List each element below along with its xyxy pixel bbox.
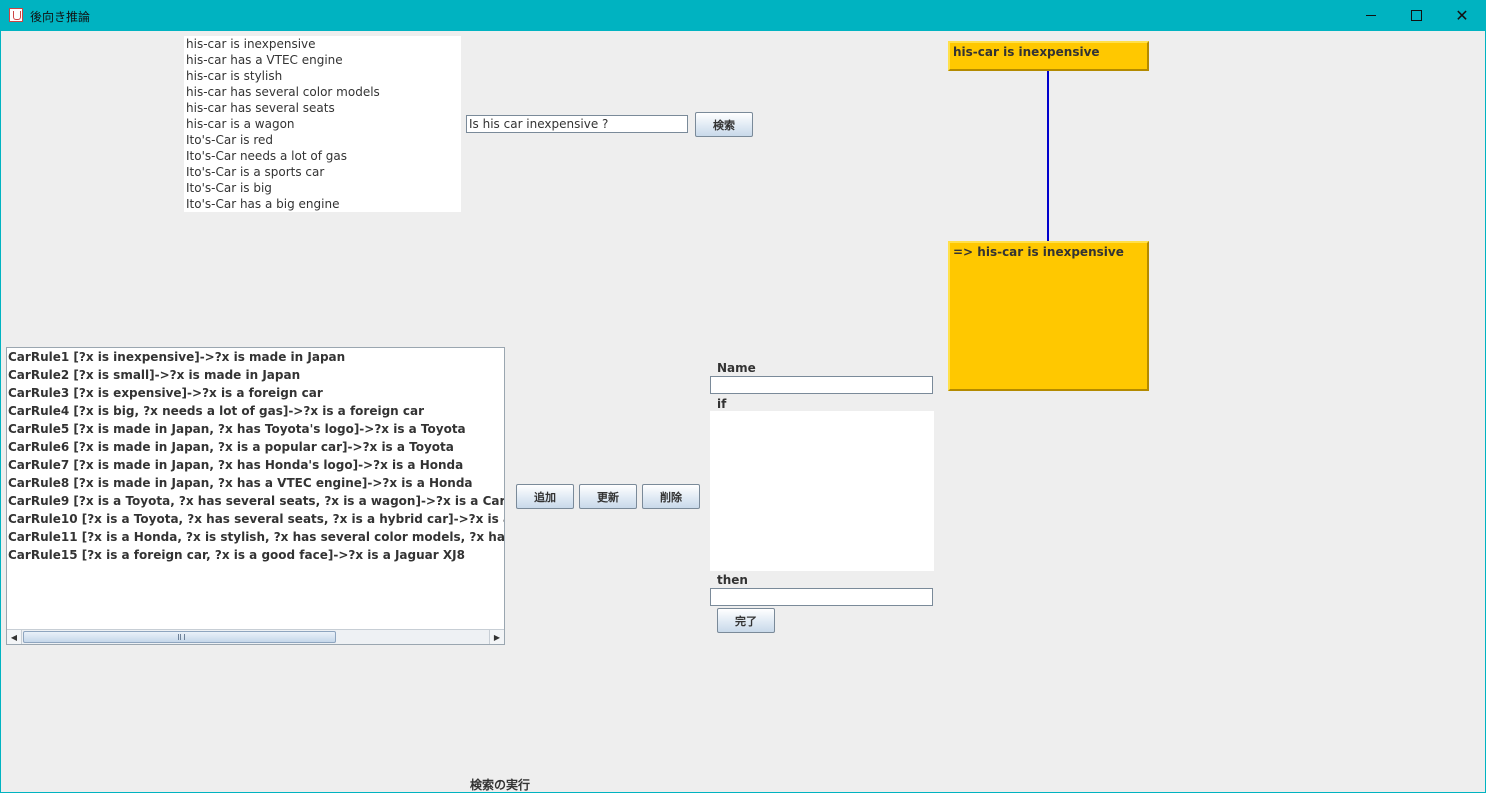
delete-rule-button[interactable]: 削除 <box>642 484 700 509</box>
rule-item[interactable]: CarRule1 [?x is inexpensive]->?x is made… <box>8 350 346 364</box>
tree-root-node[interactable]: his-car is inexpensive <box>948 41 1149 71</box>
fact-item[interactable]: his-car has several color models <box>186 85 380 99</box>
rule-item[interactable]: CarRule5 [?x is made in Japan, ?x has To… <box>8 422 466 436</box>
fact-item[interactable]: his-car has several seats <box>186 101 335 115</box>
tree-child-node[interactable]: => his-car is inexpensive <box>948 241 1149 391</box>
if-textarea[interactable] <box>710 411 934 571</box>
if-label: if <box>717 397 727 411</box>
rule-item[interactable]: CarRule8 [?x is made in Japan, ?x has a … <box>8 476 473 490</box>
rule-item[interactable]: CarRule2 [?x is small]->?x is made in Ja… <box>8 368 301 382</box>
rule-item[interactable]: CarRule3 [?x is expensive]->?x is a fore… <box>8 386 323 400</box>
status-label: 検索の実行 <box>470 778 531 792</box>
window-border-left <box>0 31 1 793</box>
horizontal-scrollbar[interactable]: ◀ ▶ <box>7 629 504 644</box>
done-button[interactable]: 完了 <box>717 608 775 633</box>
window-title: 後向き推論 <box>30 10 91 24</box>
scrollbar-thumb[interactable] <box>23 631 336 643</box>
fact-item[interactable]: Ito's-Car is big <box>186 181 272 195</box>
close-icon: ✕ <box>1455 5 1469 25</box>
scroll-left-arrow-icon[interactable]: ◀ <box>7 630 22 644</box>
close-button[interactable]: ✕ <box>1439 0 1485 31</box>
rules-panel: CarRule1 [?x is inexpensive]->?x is made… <box>6 347 505 645</box>
add-rule-button[interactable]: 追加 <box>516 484 574 509</box>
rule-item[interactable]: CarRule15 [?x is a foreign car, ?x is a … <box>8 548 465 562</box>
rule-item[interactable]: CarRule6 [?x is made in Japan, ?x is a p… <box>8 440 454 454</box>
fact-item[interactable]: his-car is inexpensive <box>186 37 316 51</box>
tree-edge <box>1047 71 1049 242</box>
then-field[interactable] <box>710 588 933 606</box>
fact-item[interactable]: Ito's-Car needs a lot of gas <box>186 149 347 163</box>
fact-item[interactable]: his-car has a VTEC engine <box>186 53 343 67</box>
rule-item[interactable]: CarRule10 [?x is a Toyota, ?x has severa… <box>8 512 504 526</box>
minimize-icon <box>1366 15 1376 16</box>
fact-item[interactable]: his-car is stylish <box>186 69 283 83</box>
java-app-icon <box>9 8 23 22</box>
rule-item[interactable]: CarRule9 [?x is a Toyota, ?x has several… <box>8 494 504 508</box>
rule-item[interactable]: CarRule7 [?x is made in Japan, ?x has Ho… <box>8 458 464 472</box>
search-button[interactable]: 検索 <box>695 112 753 137</box>
scroll-right-arrow-icon[interactable]: ▶ <box>489 630 504 644</box>
maximize-button[interactable] <box>1393 0 1439 31</box>
rule-item[interactable]: CarRule4 [?x is big, ?x needs a lot of g… <box>8 404 425 418</box>
facts-list[interactable]: his-car is inexpensive his-car has a VTEC… <box>184 36 461 212</box>
name-label: Name <box>717 361 756 375</box>
minimize-button[interactable] <box>1348 0 1394 31</box>
rule-item[interactable]: CarRule11 [?x is a Honda, ?x is stylish,… <box>8 530 504 544</box>
grip-icon <box>178 634 185 640</box>
fact-item[interactable]: Ito's-Car has a big engine <box>186 197 340 211</box>
rules-list[interactable]: CarRule1 [?x is inexpensive]->?x is made… <box>7 348 504 629</box>
fact-item[interactable]: Ito's-Car is red <box>186 133 274 147</box>
query-input[interactable] <box>466 115 688 133</box>
fact-item[interactable]: Ito's-Car is a sports car <box>186 165 325 179</box>
then-label: then <box>717 573 748 587</box>
title-bar: 後向き推論 ✕ <box>0 0 1486 31</box>
update-rule-button[interactable]: 更新 <box>579 484 637 509</box>
name-field[interactable] <box>710 376 933 394</box>
fact-item[interactable]: his-car is a wagon <box>186 117 295 131</box>
maximize-icon <box>1410 10 1422 21</box>
